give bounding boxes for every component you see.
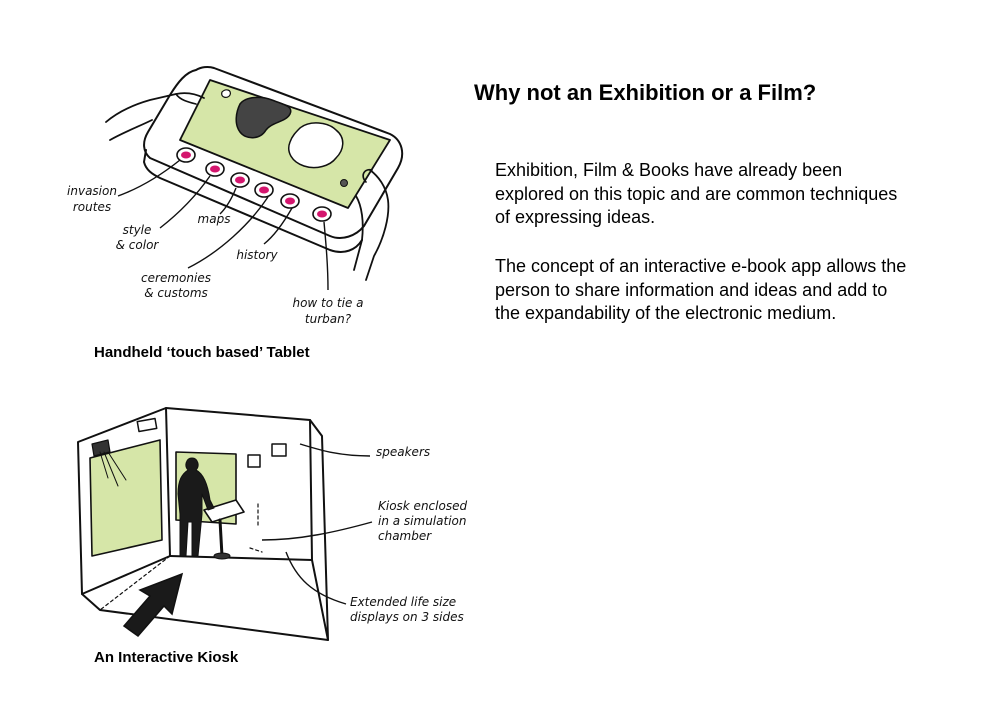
label-turban-line2: turban? <box>305 312 352 326</box>
tablet-buttons <box>176 147 332 222</box>
label-style-line2: & color <box>116 238 160 252</box>
label-enclosed-line3: chamber <box>378 529 432 543</box>
tablet-leader-lines <box>117 159 329 291</box>
kiosk-leader-lines <box>261 443 373 605</box>
label-invasion-line2: routes <box>73 200 111 214</box>
paragraph-ebook-concept: The concept of an interactive e-book app… <box>495 256 907 323</box>
kiosk-caption: An Interactive Kiosk <box>94 649 239 666</box>
kiosk-sketch <box>77 407 329 641</box>
label-displays-line1: Extended life size <box>350 595 456 609</box>
label-displays-line2: displays on 3 sides <box>350 610 464 624</box>
label-maps: maps <box>198 212 231 226</box>
label-enclosed-line1: Kiosk enclosed <box>378 499 467 513</box>
page-heading: Why not an Exhibition or a Film? <box>474 80 817 105</box>
label-ceremonies-line1: ceremonies <box>141 271 211 285</box>
paragraph-exhibition-film: Exhibition, Film & Books have already be… <box>495 160 898 227</box>
label-turban-line1: how to tie a <box>292 296 363 310</box>
label-ceremonies-line2: & customs <box>144 286 208 300</box>
label-invasion-line1: invasion <box>67 184 117 198</box>
tablet-caption: Handheld ‘touch based’ Tablet <box>94 344 310 361</box>
label-history: history <box>236 248 278 262</box>
label-style-line1: style <box>123 223 152 237</box>
entry-arrow-icon <box>122 572 184 638</box>
tablet-sketch <box>105 65 404 281</box>
label-speakers: speakers <box>376 445 430 459</box>
label-enclosed-line2: in a simulation <box>378 514 466 528</box>
